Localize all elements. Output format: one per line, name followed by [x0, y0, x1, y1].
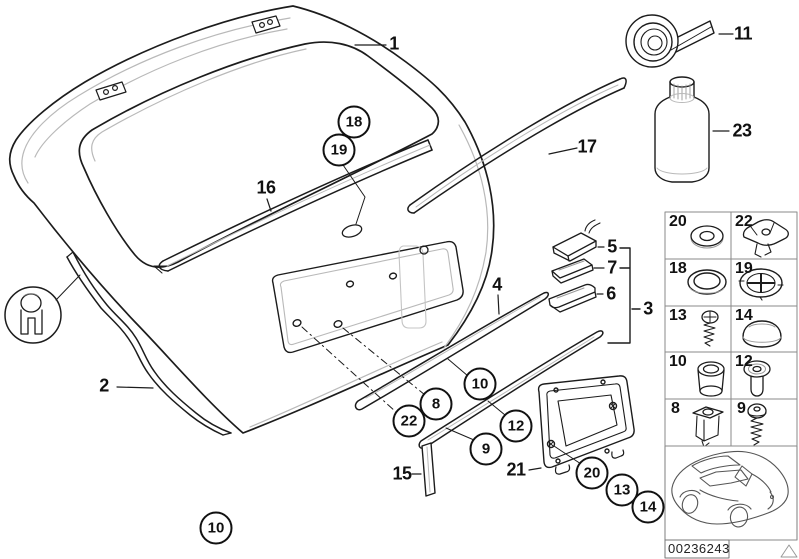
legend-number-13: 13: [669, 307, 687, 324]
expanding-nut-icon: [692, 406, 724, 448]
tailgate-seal: [66, 251, 232, 436]
pan-screw-icon: [747, 403, 767, 446]
group-bracket: [607, 247, 641, 344]
legend-number-19: 19: [735, 260, 753, 277]
plate-light-gasket: [551, 258, 594, 284]
legend-number-20: 20: [669, 213, 687, 230]
pin-grommet-icon: [743, 360, 771, 397]
license-plate-recess: [271, 240, 464, 354]
hinge-brackets: [95, 15, 281, 101]
car-thumbnail: [664, 445, 798, 541]
washer-icon: [690, 225, 724, 249]
legend-number-8: 8: [671, 400, 680, 417]
cleaner-bottle: [654, 76, 710, 183]
spacer-sleeve-icon: [697, 361, 725, 397]
legend-number-12: 12: [735, 353, 753, 370]
cross-cap-icon: [738, 268, 784, 301]
window-trim-strip: [153, 139, 433, 274]
legend-number-22: 22: [735, 213, 753, 230]
buffer-strip: [421, 442, 436, 497]
protection-strip: [354, 291, 549, 411]
seal-cross-section-magnifier: [4, 274, 81, 344]
legend-number-10: 10: [669, 353, 687, 370]
plate-light-housing: [552, 219, 601, 262]
legend-number-18: 18: [669, 260, 687, 277]
cap-plug-icon: [742, 320, 782, 348]
panel-details: [341, 224, 429, 329]
part-number-box: [664, 539, 730, 559]
grommet-ring-icon: [687, 269, 727, 295]
legend-number-9: 9: [737, 400, 746, 417]
adhesive-tape-roll: [625, 14, 715, 68]
part-number: 00236243: [668, 541, 730, 556]
spring-clip-icon: [742, 219, 789, 258]
screw-icon: [701, 310, 719, 347]
license-plate-base: [537, 375, 635, 475]
roof-edge-strip: [407, 77, 627, 214]
legend-number-14: 14: [735, 307, 753, 324]
warning-triangle-icon: [780, 544, 798, 558]
plate-light-lens: [548, 283, 597, 313]
